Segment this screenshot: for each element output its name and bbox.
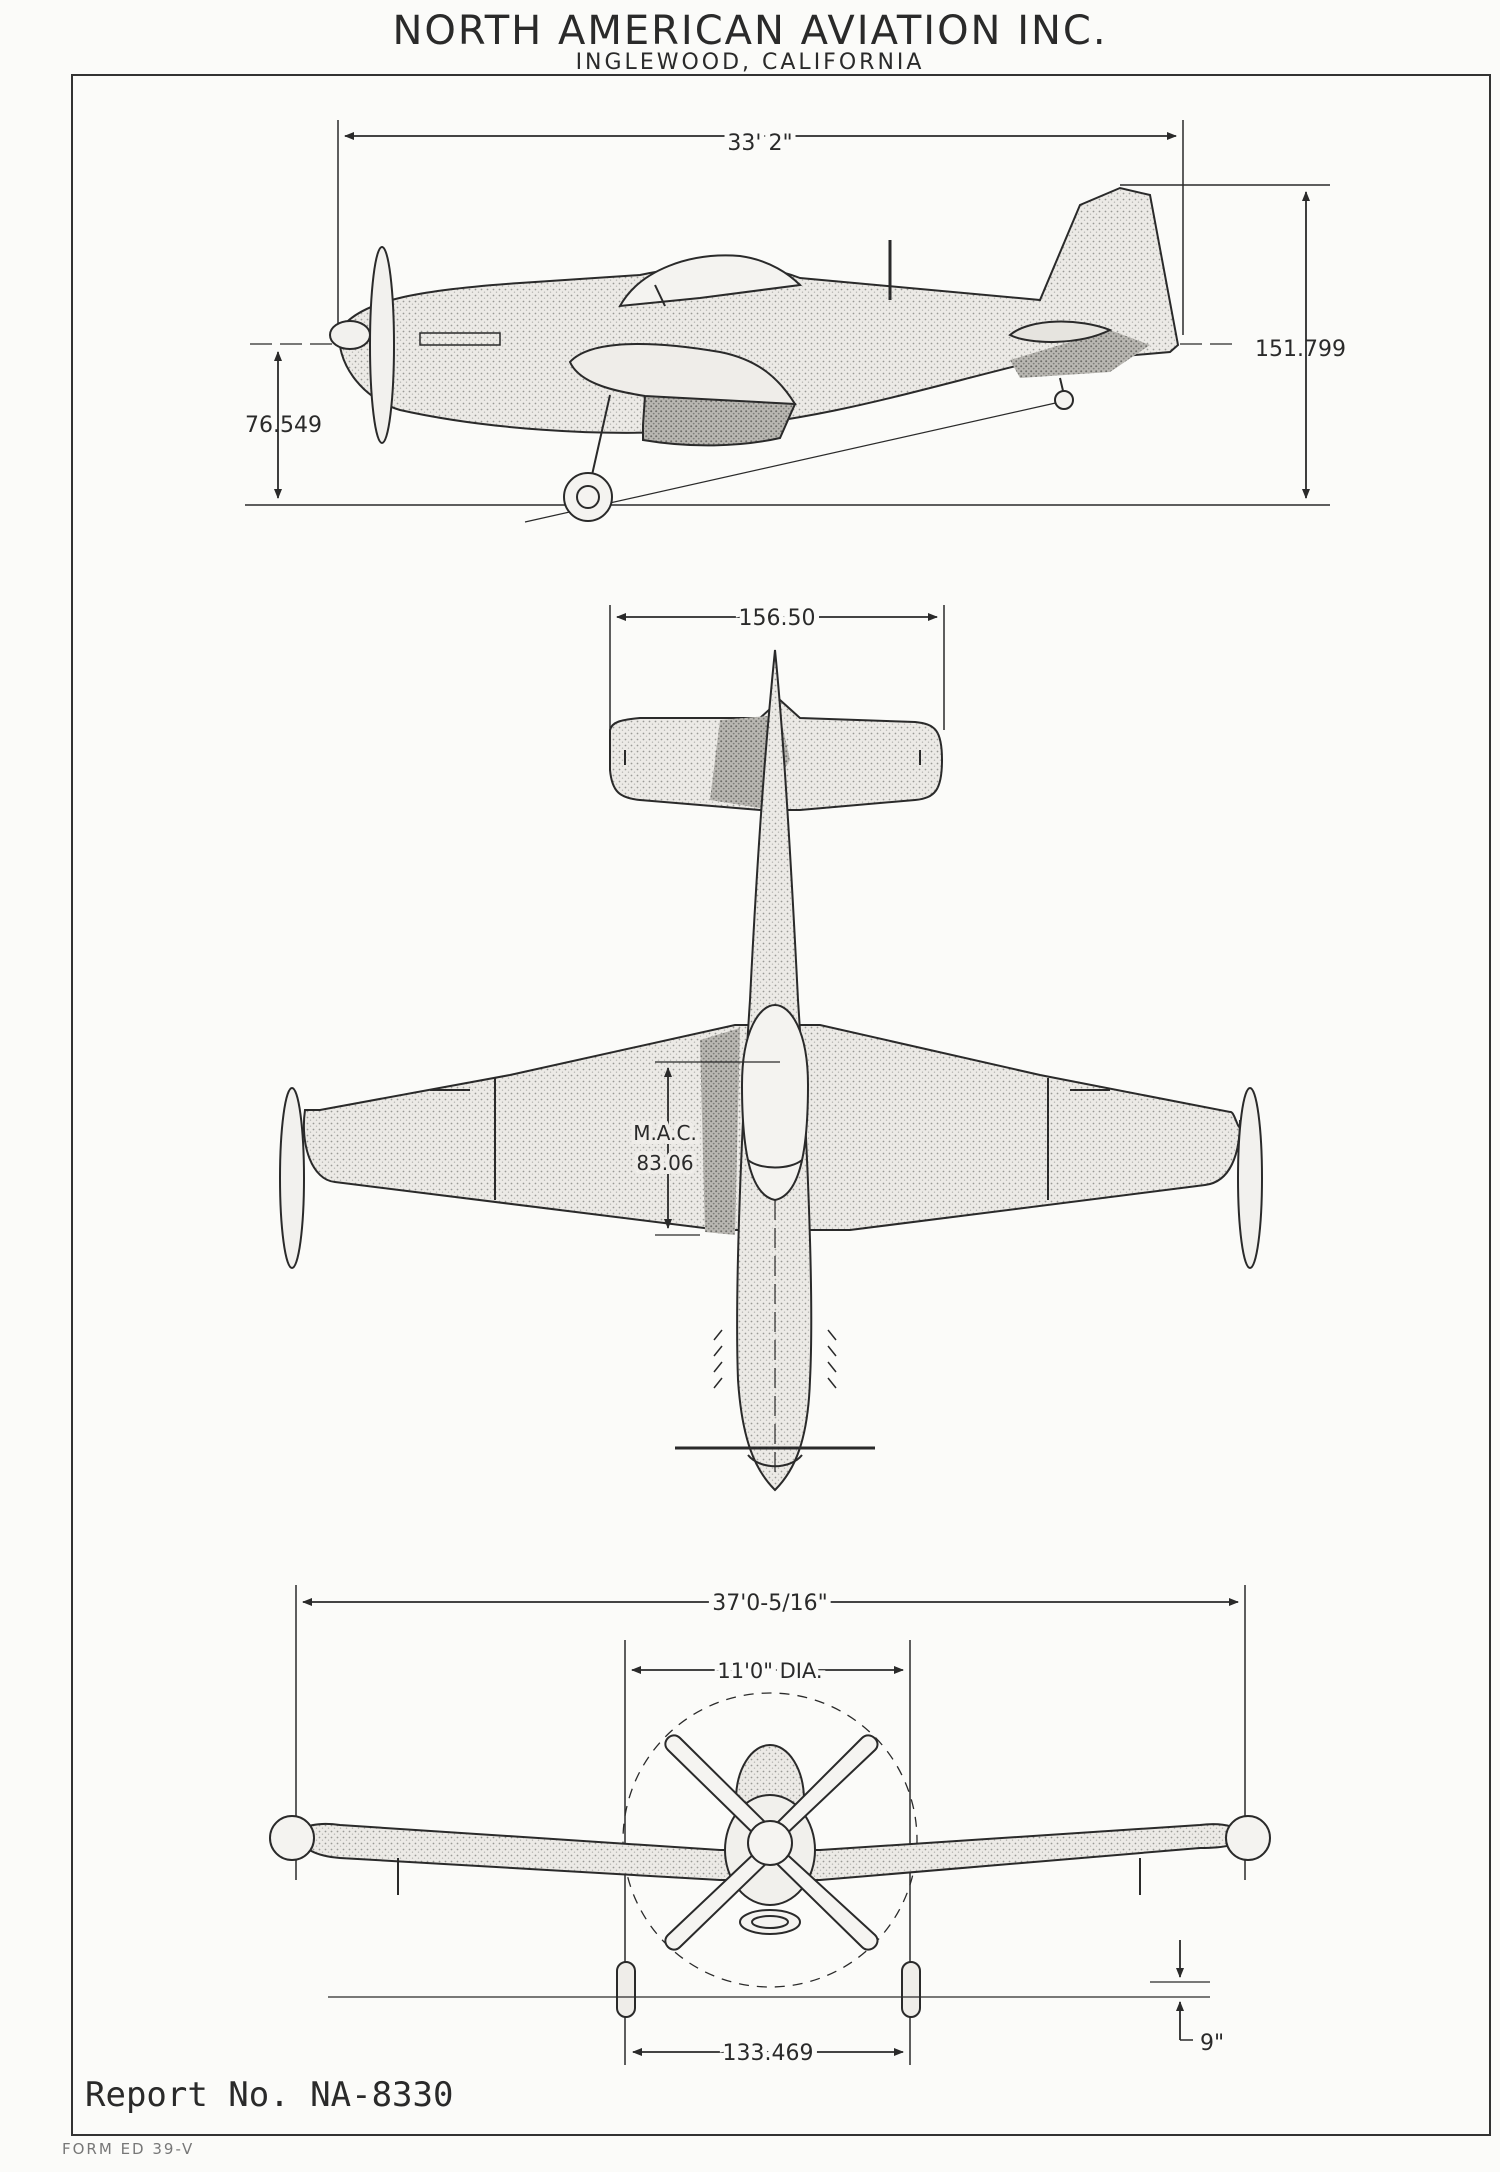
side-view: 33' 2" 151.799 76.549 xyxy=(245,120,1346,523)
report-number: Report No. NA-8330 xyxy=(85,2075,454,2115)
side-main-wheel xyxy=(563,472,613,522)
side-canopy xyxy=(618,254,803,308)
wing-span-label: 37'0-5/16" xyxy=(712,1591,828,1616)
drawing-border xyxy=(71,74,1491,2136)
overall-length-label: 33' 2" xyxy=(727,131,792,156)
front-propeller-blades xyxy=(664,1734,879,1951)
mac-label: M.A.C. xyxy=(633,1121,697,1145)
gear-track-label: 133.469 xyxy=(723,2041,814,2066)
side-wing-root xyxy=(568,343,797,406)
prop-diameter-label: 11'0" DIA. xyxy=(717,1659,822,1683)
gear-height-label: 76.549 xyxy=(245,413,322,438)
mac-value: 83.06 xyxy=(636,1151,693,1175)
tail-span-label: 156.50 xyxy=(739,606,816,631)
side-fuselage xyxy=(338,186,1180,434)
top-right-propeller xyxy=(1237,1087,1263,1269)
form-number: FORM ED 39-V xyxy=(62,2140,195,2158)
company-title: NORTH AMERICAN AVIATION INC. xyxy=(392,8,1108,54)
height-label: 151.799 xyxy=(1255,337,1346,362)
top-canopy xyxy=(740,1003,810,1202)
front-prop-disc xyxy=(622,1692,918,1988)
front-left-wheel xyxy=(616,1961,636,2018)
company-location: INGLEWOOD, CALIFORNIA xyxy=(575,50,925,75)
top-view: M.A.C. 83.06 156.50 xyxy=(279,601,1263,1492)
top-left-propeller xyxy=(279,1087,305,1269)
front-intake xyxy=(739,1909,801,1935)
front-right-wheel xyxy=(901,1961,921,2018)
front-view: 37'0-5/16" 11'0" DIA. 133.469 9" xyxy=(269,1585,1271,2071)
ground-clearance-label: 9" xyxy=(1200,2031,1224,2056)
side-propeller xyxy=(369,246,395,444)
